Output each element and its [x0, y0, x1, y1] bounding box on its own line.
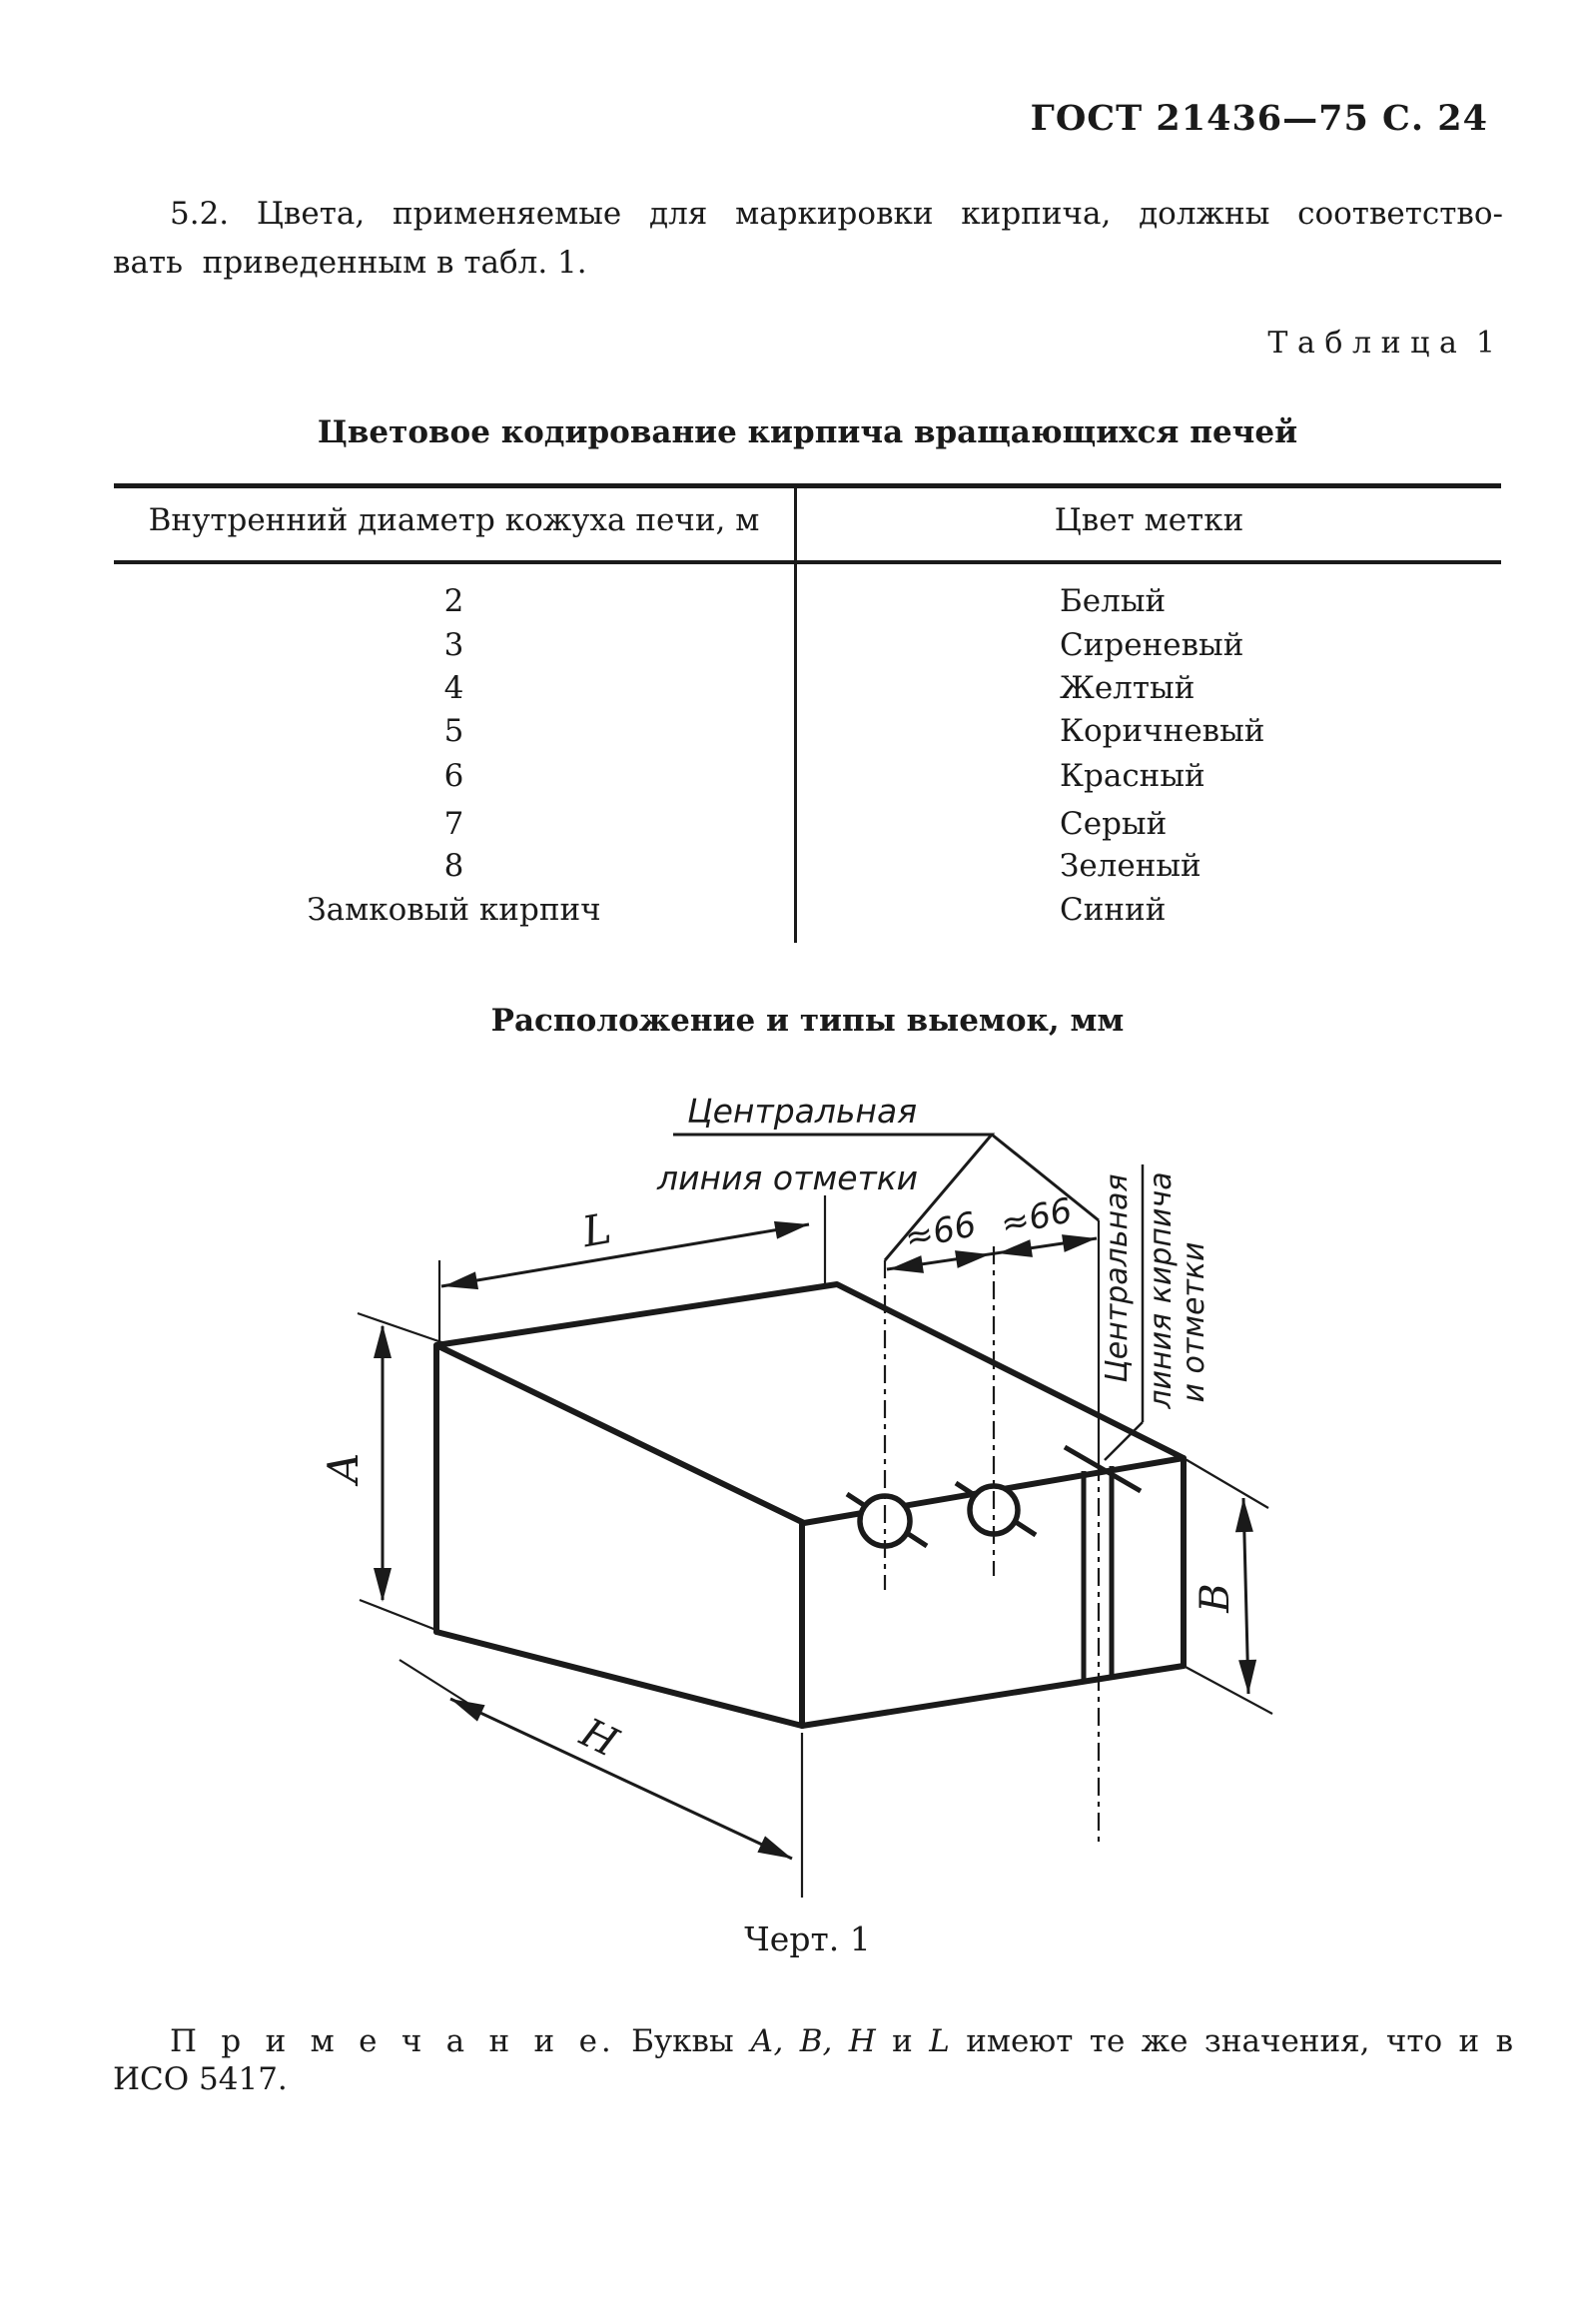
- note-line1: П р и м е ч а н и е. Буквы А, В, Н и L и…: [170, 2023, 1513, 2059]
- spacing-label-left: ≈66: [901, 1204, 980, 1258]
- table-top-rule: [114, 483, 1501, 488]
- mark-leader-line: [673, 1133, 1100, 1261]
- table-column-divider: [794, 483, 797, 943]
- brick-center-label-1: Центральная: [1100, 1173, 1135, 1382]
- paragraph-5-2-line1: 5.2. Цвета, применяемые для маркировки к…: [170, 196, 1503, 232]
- note-text-after: имеют те же значения, что и в: [966, 2023, 1514, 2059]
- dimension-L: L: [437, 1195, 827, 1343]
- table-row-color: Зеленый: [1060, 848, 1201, 884]
- table-row-color: Белый: [1060, 583, 1167, 619]
- dimension-B-label: B: [1193, 1583, 1238, 1613]
- table-label: Т а б л и ц а 1: [1267, 326, 1495, 361]
- table-row-diameter: 7: [443, 806, 464, 842]
- table-row-diameter: 8: [443, 848, 464, 884]
- figure-caption: Черт. 1: [744, 1919, 871, 1958]
- table-row-color: Коричневый: [1060, 713, 1265, 749]
- note-text-before: Буквы: [631, 2023, 734, 2059]
- paragraph-5-2-line2: вать приведенным в табл. 1.: [113, 245, 587, 281]
- brick-center-label-2: линия кирпича: [1144, 1171, 1179, 1409]
- dimension-A: A: [319, 1311, 452, 1638]
- table-col2-header: Цвет метки: [1054, 502, 1244, 538]
- table-row-color: Желтый: [1060, 670, 1196, 706]
- table-row-diameter: 5: [443, 713, 464, 749]
- note-conjunction: и: [892, 2023, 913, 2059]
- brick-outline: [433, 1281, 1187, 1729]
- table-row-diameter: 4: [443, 670, 464, 706]
- brick-center-label-3: и отметки: [1177, 1241, 1211, 1402]
- table-row-diameter: 2: [443, 583, 464, 619]
- table-row-diameter: 6: [443, 758, 464, 794]
- table-row-color: Серый: [1060, 806, 1168, 842]
- dimension-H: H: [399, 1659, 804, 1898]
- figure-section-title: Расположение и типы выемок, мм: [490, 1003, 1125, 1039]
- table-row-diameter: Замковый кирпич: [307, 892, 601, 928]
- spacing-dimension: ≈66 ≈66: [886, 1190, 1099, 1278]
- page-header: ГОСТ 21436—75 С. 24: [1030, 98, 1488, 139]
- note-letters2: L: [929, 2023, 950, 2059]
- mark-center-line-label-2: линия отметки: [656, 1158, 918, 1197]
- table-row-color: Сиреневый: [1060, 627, 1244, 663]
- dimension-B: B: [1183, 1457, 1273, 1715]
- dimension-A-label: A: [319, 1453, 368, 1487]
- table-col1-header: Внутренний диаметр кожуха печи, м: [148, 502, 760, 538]
- mark-center-line-label-1: Центральная: [687, 1092, 917, 1131]
- note-line2: ИСО 5417.: [113, 2061, 288, 2097]
- table-row-color: Синий: [1060, 892, 1167, 928]
- end-groove: [1063, 1444, 1143, 1683]
- note-label: П р и м е ч а н и е.: [170, 2023, 615, 2059]
- table-title: Цветовое кодирование кирпича вращающихся…: [317, 414, 1298, 450]
- table-row-color: Красный: [1060, 758, 1205, 794]
- note-letters1: А, В, Н: [750, 2023, 876, 2059]
- table-header-rule: [114, 560, 1501, 564]
- table-row-diameter: 3: [443, 627, 464, 663]
- center-lines: [883, 1220, 1101, 1846]
- dimension-L-label: L: [578, 1203, 615, 1256]
- brick-center-annotation: Центральная линия кирпича и отметки: [1100, 1164, 1211, 1461]
